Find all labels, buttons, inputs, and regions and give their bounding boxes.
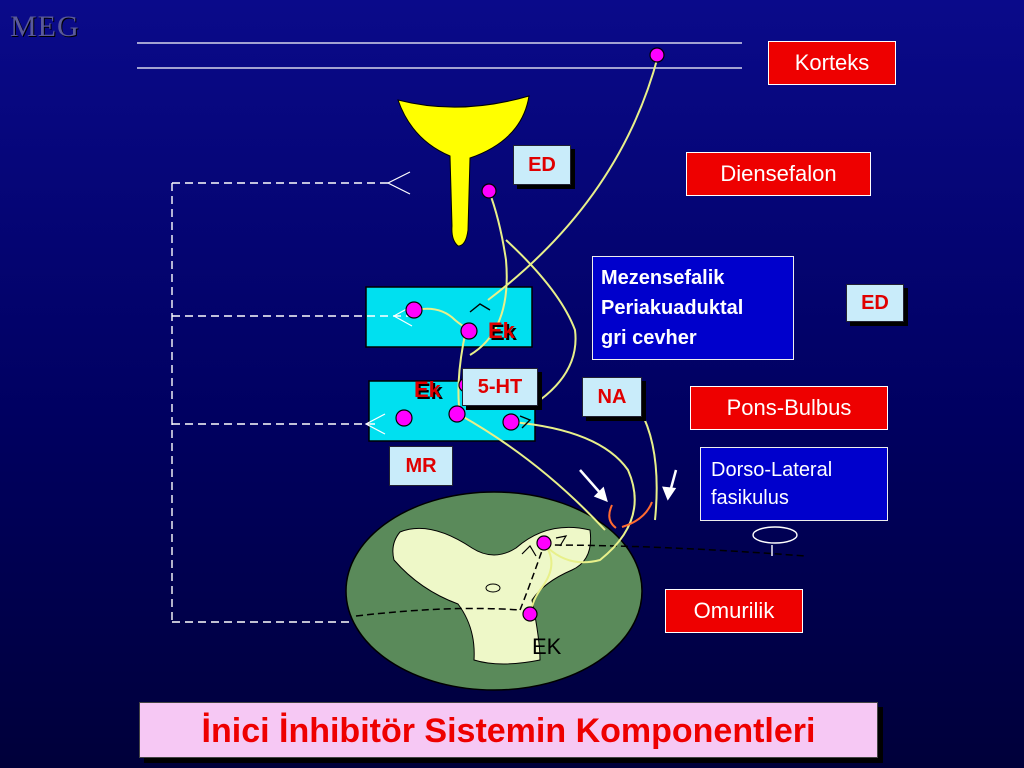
arrows: [579, 469, 678, 503]
label-mr: MR: [389, 446, 453, 486]
neuron-spinal-bottom: [522, 606, 538, 622]
dashed-descending-path: [171, 182, 410, 623]
neuron-spinal-top: [536, 535, 552, 551]
slide-title: İnici İnhibitör Sistemin Komponentleri: [139, 702, 878, 758]
neuron-pag-right: [460, 322, 478, 340]
corner-mark: MEG: [10, 10, 80, 43]
central-canal: [485, 583, 501, 593]
spinal-dashed-path: [355, 544, 806, 617]
neuron-mr-mid: [448, 405, 466, 423]
label-ed-top: ED: [513, 145, 571, 185]
label-korteks: Korteks: [768, 41, 896, 85]
label-diensefalon: Diensefalon: [686, 152, 871, 196]
dorsolateral-ellipse: [752, 526, 798, 544]
label-pons-bulbus: Pons-Bulbus: [690, 386, 888, 430]
neuron-mr-right: [502, 413, 520, 431]
label-dorso-lateral: Dorso-Lateral fasikulus: [700, 447, 888, 521]
label-ek-lower: Ek: [414, 377, 441, 402]
neuron-cortex: [649, 47, 665, 63]
cyan-region-upper: [365, 286, 533, 348]
spinal-cord-grey-matter: [392, 526, 592, 665]
mezensefalik-line-3: gri cevher: [601, 327, 697, 349]
label-5ht: 5-HT: [462, 368, 538, 406]
yellow-funnel-structure: [397, 95, 530, 247]
label-mezensefalik: Mezensefalik Periakuaduktal gri cevher: [592, 256, 794, 360]
mezensefalik-line-1: Mezensefalik: [601, 267, 725, 289]
orange-tract-lines: [608, 501, 653, 529]
label-na: NA: [582, 377, 642, 417]
neuron-mr-left: [395, 409, 413, 427]
label-ek-upper: Ek: [488, 318, 515, 343]
neuron-diencephalon: [481, 183, 497, 199]
mezensefalik-line-2: Periakuaduktal: [601, 297, 744, 319]
dorso-lateral-line-2: fasikulus: [711, 487, 789, 509]
label-ek-spinal: EK: [532, 634, 562, 659]
cyan-synapse-marks: [469, 303, 532, 429]
dorso-lateral-line-1: Dorso-Lateral: [711, 459, 833, 481]
neuron-pag-left: [405, 301, 423, 319]
label-omurilik: Omurilik: [665, 589, 803, 633]
label-ed-right: ED: [846, 284, 904, 322]
spinal-synapse-marks: [521, 535, 568, 557]
neuron-dots: [395, 47, 665, 622]
